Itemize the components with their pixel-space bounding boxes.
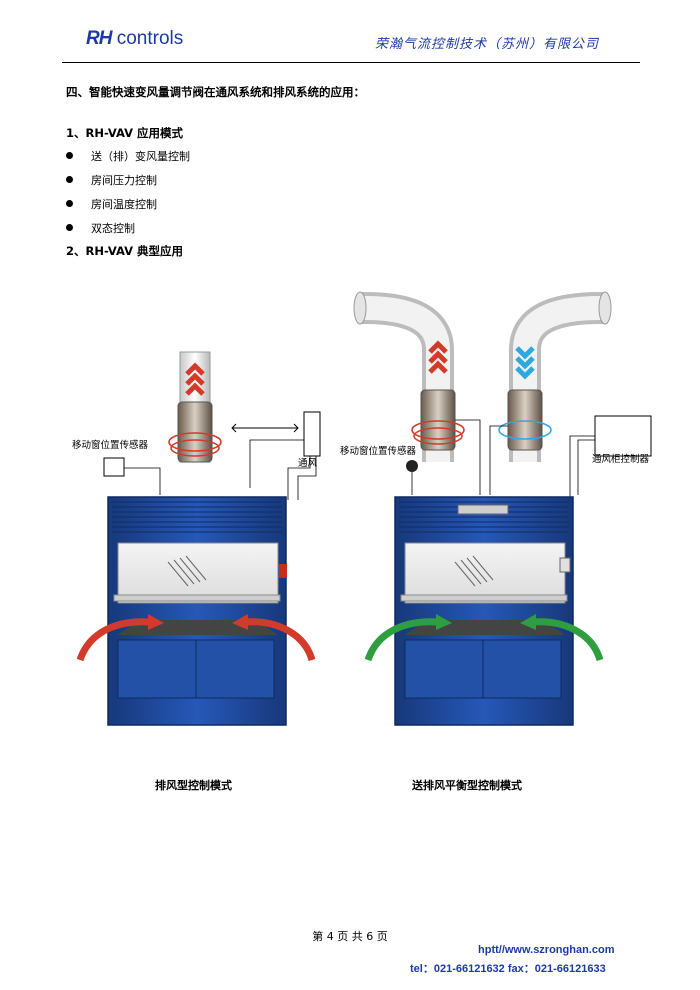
right-controller-label: 通风柜控制器 xyxy=(592,453,650,465)
vav-valve xyxy=(177,401,213,463)
sensor-icon xyxy=(406,460,418,472)
list-item: 送（排）变风量控制 xyxy=(66,148,190,164)
left-caption: 排风型控制模式 xyxy=(155,779,232,792)
supply-slot xyxy=(457,504,509,515)
list-item-text: 送（排）变风量控制 xyxy=(91,150,190,163)
contact-url: hptt//www.szronghan.com xyxy=(478,944,615,956)
vav-valve-exhaust xyxy=(420,389,456,451)
exhaust-arrow-icon xyxy=(185,362,205,396)
list-item: 房间压力控制 xyxy=(66,172,157,188)
airflow-arrow-icon xyxy=(533,618,604,662)
header-rule xyxy=(62,62,640,63)
left-sensor-label: 移动窗位置传感器 xyxy=(72,439,149,451)
bullet-icon xyxy=(66,200,73,207)
sash-glass xyxy=(404,542,566,604)
sensor-box xyxy=(103,457,125,477)
company-name: 荣瀚气流控制技术（苏州）有限公司 xyxy=(375,37,600,52)
left-hood: 移动窗位置传感器 通风 xyxy=(72,351,321,726)
sash-handle xyxy=(113,594,281,602)
exhaust-arrow-icon xyxy=(428,340,448,374)
fume-hood-diagram: 移动窗位置传感器 通风 xyxy=(72,291,652,726)
right-caption: 送排风平衡型控制模式 xyxy=(412,779,522,792)
modes-heading: 1、RH-VAV 应用模式 xyxy=(66,126,184,140)
typical-heading: 2、RH-VAV 典型应用 xyxy=(66,244,184,258)
controller-box xyxy=(303,411,321,457)
hood-grille xyxy=(112,501,282,533)
list-item-text: 房间温度控制 xyxy=(91,198,157,211)
contact-phone: tel：021-66121632 fax：021-66121633 xyxy=(410,963,606,975)
right-sensor-label: 移动窗位置传感器 xyxy=(340,445,417,457)
logo-word: controls xyxy=(111,28,184,49)
right-hood: 通风柜控制器 移动窗位置传感器 xyxy=(340,291,652,726)
logo-rh: RH xyxy=(86,28,112,49)
sash-handle xyxy=(400,594,568,602)
bullet-icon xyxy=(66,176,73,183)
sash-glass xyxy=(117,542,279,604)
bullet-icon xyxy=(66,152,73,159)
company-logo: RH controls xyxy=(86,28,183,50)
bullet-icon xyxy=(66,224,73,231)
vav-valve-supply xyxy=(507,389,543,451)
airflow-arrow-icon xyxy=(76,618,151,662)
supply-arrow-icon xyxy=(515,346,535,380)
left-controller-label: 通风 xyxy=(298,458,318,469)
page-number: 第 4 页 共 6 页 xyxy=(312,930,388,943)
alarm-monitor xyxy=(279,564,287,578)
airflow-arrow-icon xyxy=(364,618,439,662)
alarm-monitor xyxy=(559,557,571,573)
list-item: 双态控制 xyxy=(66,220,135,236)
controller-box xyxy=(594,415,652,457)
list-item: 房间温度控制 xyxy=(66,196,157,212)
list-item-text: 双态控制 xyxy=(91,222,135,235)
airflow-arrow-icon xyxy=(245,618,316,662)
list-item-text: 房间压力控制 xyxy=(91,174,157,187)
section-title: 四、智能快速变风量调节阀在通风系统和排风系统的应用： xyxy=(66,85,365,99)
